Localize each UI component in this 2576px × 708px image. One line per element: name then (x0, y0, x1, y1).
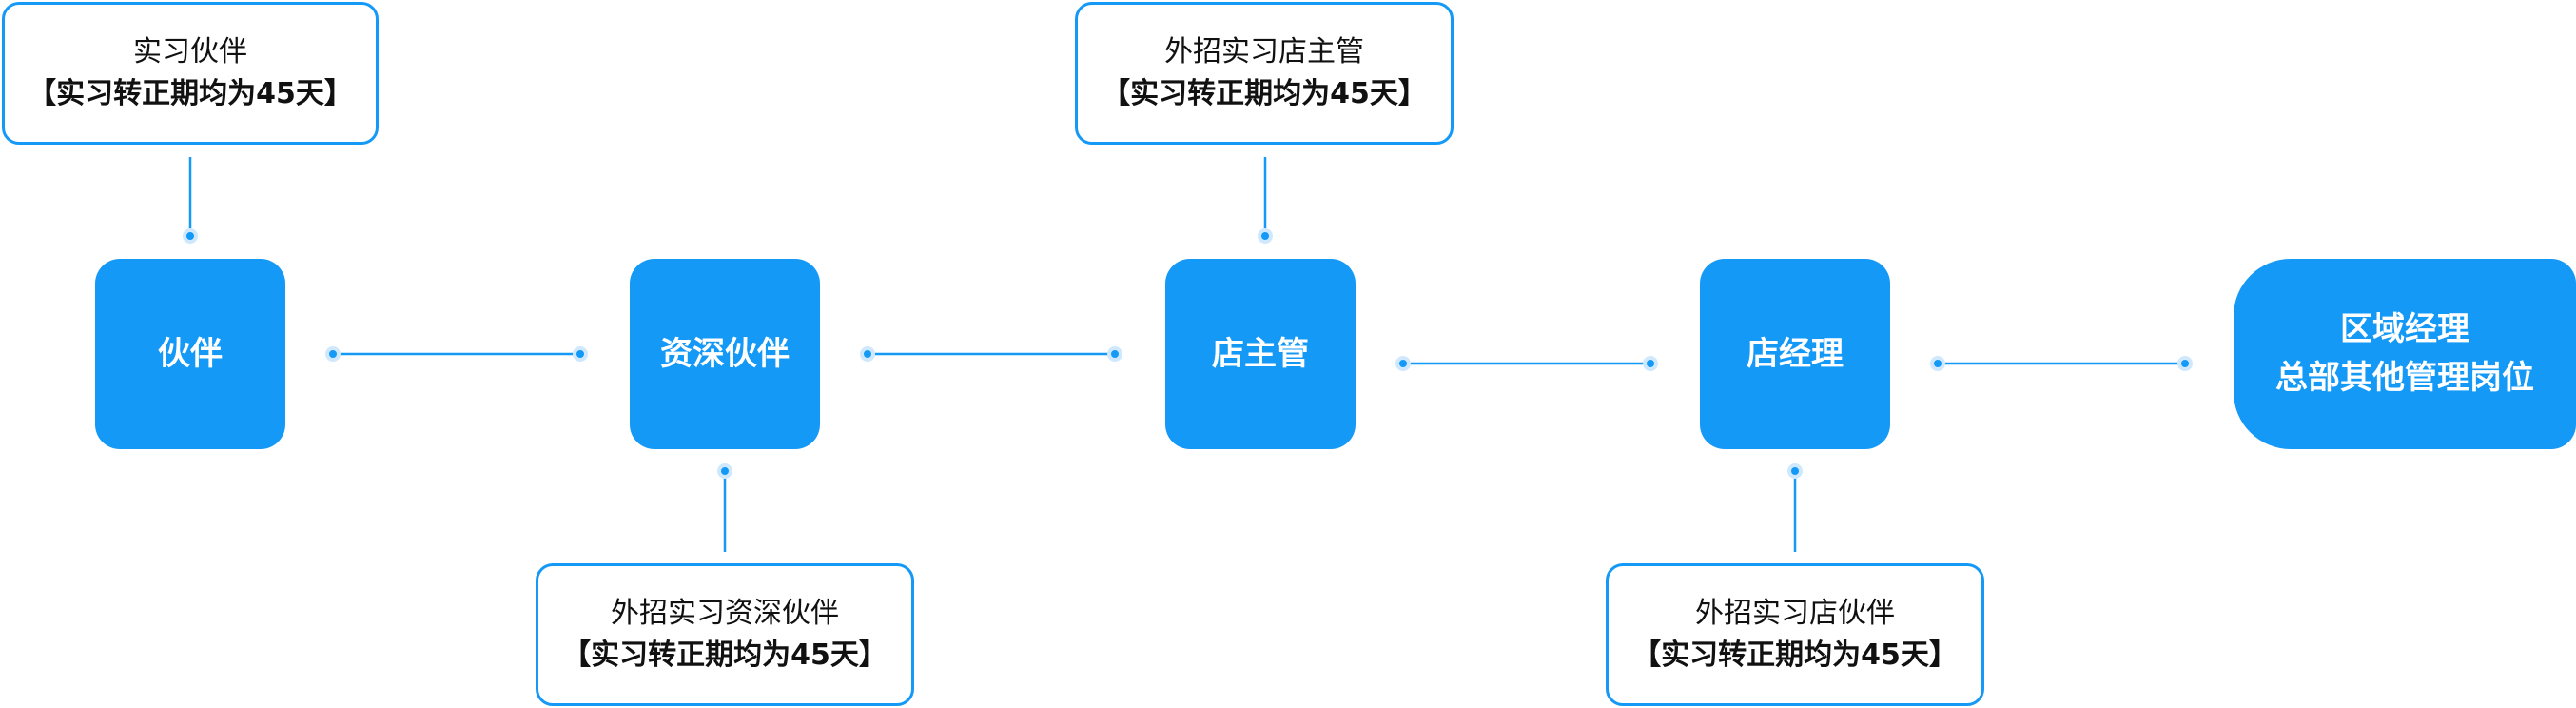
note-dianjingli: 外招实习店伙伴 【实习转正期均为45天】 (1606, 563, 1984, 706)
note-zishen: 外招实习资深伙伴 【实习转正期均为45天】 (536, 563, 914, 706)
note-dianjingli-detail: 【实习转正期均为45天】 (1632, 639, 1958, 672)
node-zishen-huoban: 资深伙伴 (630, 259, 820, 449)
note-zishen-detail: 【实习转正期均为45天】 (562, 639, 888, 672)
node-dianzhuguan-label: 店主管 (1212, 334, 1309, 373)
connector-dot (1643, 356, 1658, 371)
node-dianjingli-label: 店经理 (1747, 334, 1844, 373)
note-huoban-detail: 【实习转正期均为45天】 (28, 77, 353, 110)
node-quyu-label-1: 区域经理 (2340, 310, 2469, 348)
connector-dot (1395, 356, 1411, 371)
connector-dot (1107, 346, 1122, 362)
connector-dot (1258, 228, 1273, 244)
node-quyu: 区域经理 总部其他管理岗位 (2234, 259, 2576, 449)
note-dianzhuguan: 外招实习店主管 【实习转正期均为45天】 (1075, 2, 1454, 145)
node-huoban: 伙伴 (95, 259, 285, 449)
note-dianjingli-title: 外招实习店伙伴 (1695, 597, 1895, 630)
note-huoban: 实习伙伴 【实习转正期均为45天】 (2, 2, 379, 145)
connector-dot (325, 346, 341, 362)
connector-dot (2177, 356, 2193, 371)
connector-dot (183, 228, 198, 244)
note-zishen-title: 外招实习资深伙伴 (611, 597, 839, 630)
note-dianzhuguan-title: 外招实习店主管 (1164, 35, 1364, 69)
note-dianzhuguan-detail: 【实习转正期均为45天】 (1102, 77, 1427, 110)
node-dianzhuguan: 店主管 (1165, 259, 1356, 449)
connector-dot (1787, 463, 1803, 479)
node-huoban-label: 伙伴 (158, 334, 223, 373)
node-zishen-huoban-label: 资深伙伴 (660, 334, 790, 373)
connector-dot (573, 346, 588, 362)
connector-dot (860, 346, 875, 362)
note-huoban-title: 实习伙伴 (133, 35, 247, 69)
connector-dot (717, 463, 732, 479)
node-quyu-label-2: 总部其他管理岗位 (2275, 359, 2534, 397)
node-dianjingli: 店经理 (1700, 259, 1890, 449)
connector-dot (1930, 356, 1945, 371)
